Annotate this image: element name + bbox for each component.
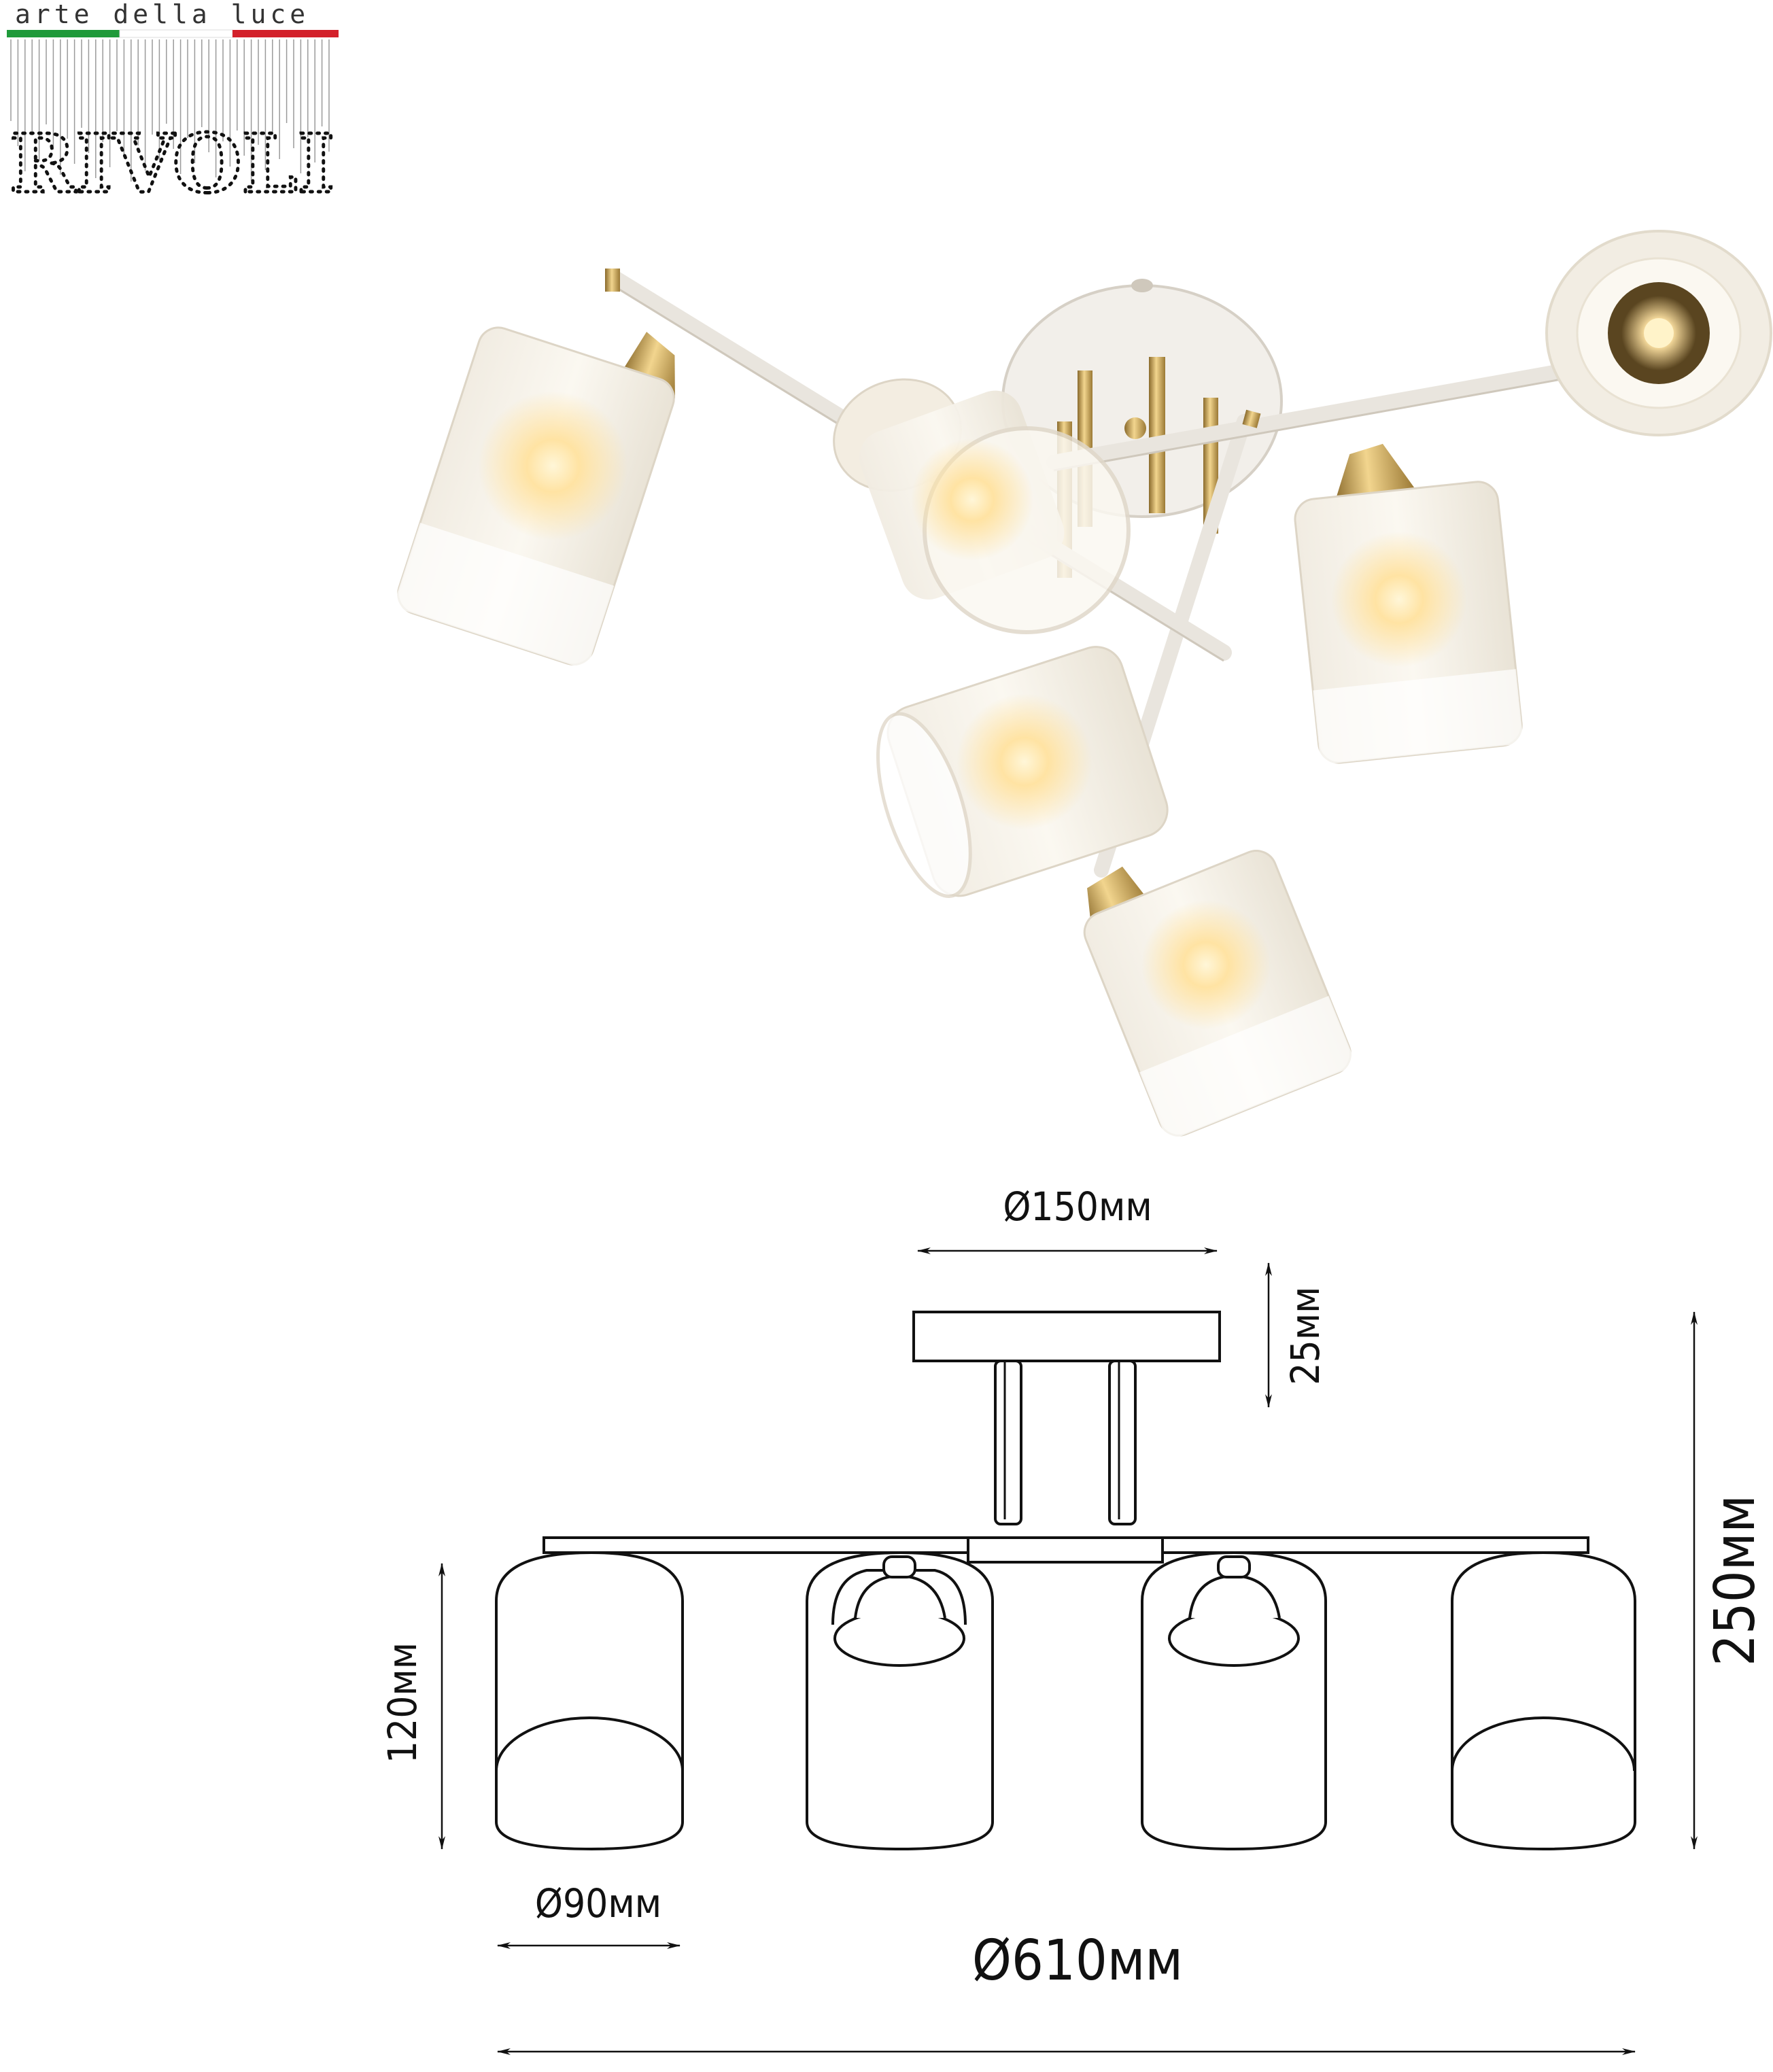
drawing-shade	[1141, 1551, 1327, 1851]
drawing-rod	[1108, 1360, 1137, 1525]
flag-green	[7, 30, 120, 37]
drawing-shade	[806, 1551, 994, 1851]
drawing-rod	[994, 1360, 1022, 1525]
shade-diameter-label: Ø90мм	[535, 1880, 661, 1927]
technical-drawing	[495, 1311, 1636, 1851]
total-height-label: 250мм	[1703, 1495, 1768, 1666]
flag-white	[119, 29, 233, 38]
drawing-shade	[495, 1551, 684, 1851]
lamp-shade	[392, 326, 675, 670]
brand-tagline: arte della luce	[15, 0, 309, 29]
shade-height-label: 120мм	[379, 1642, 426, 1763]
lamp-shade	[1294, 443, 1524, 765]
drawing-canopy	[912, 1311, 1221, 1362]
gold-rod	[1149, 357, 1165, 513]
drawing-shade	[1451, 1551, 1636, 1851]
brand-name: RIVOLI	[10, 116, 334, 211]
lamp-shade	[1545, 230, 1772, 436]
logo-hanging-lines-icon	[10, 39, 330, 182]
lamp-shade	[1083, 850, 1357, 1142]
canopy-diameter-label: Ø150мм	[1003, 1184, 1152, 1230]
product-photo	[392, 230, 1772, 1142]
drawing-hub	[967, 1536, 1164, 1564]
total-diameter-label: Ø610мм	[972, 1929, 1183, 1993]
canopy-height-label: 25мм	[1282, 1286, 1328, 1385]
dimension-lines	[438, 1247, 1698, 2055]
brand-logo: arte della luce RIVOLI	[7, 0, 339, 213]
lamp-shade	[833, 378, 1131, 634]
lamp-shade	[876, 646, 1169, 898]
flag-red	[233, 30, 339, 37]
